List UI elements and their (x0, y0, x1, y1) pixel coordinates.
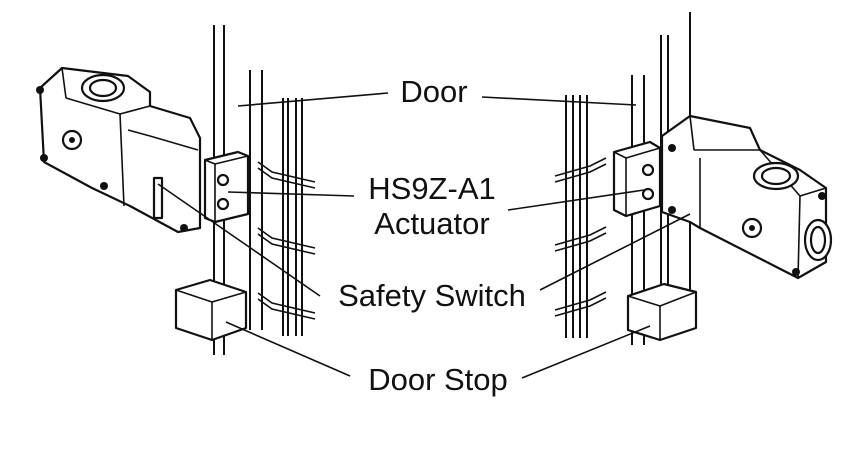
door-label: Door (400, 74, 467, 109)
left-safety-switch (36, 66, 202, 234)
actuator-label: Actuator (374, 206, 489, 241)
leader-lines (157, 92, 691, 379)
right-door-frame (554, 12, 691, 345)
right-door-stop (626, 282, 698, 342)
actuator-model-label: HS9Z-A1 (368, 171, 495, 206)
left-actuator (203, 150, 250, 224)
right-actuator (612, 140, 662, 218)
safety-switch-label: Safety Switch (338, 278, 526, 313)
left-door-frame (213, 25, 316, 355)
left-door-stop (174, 278, 248, 342)
door-stop-label: Door Stop (368, 362, 508, 397)
right-safety-switch (660, 114, 833, 280)
